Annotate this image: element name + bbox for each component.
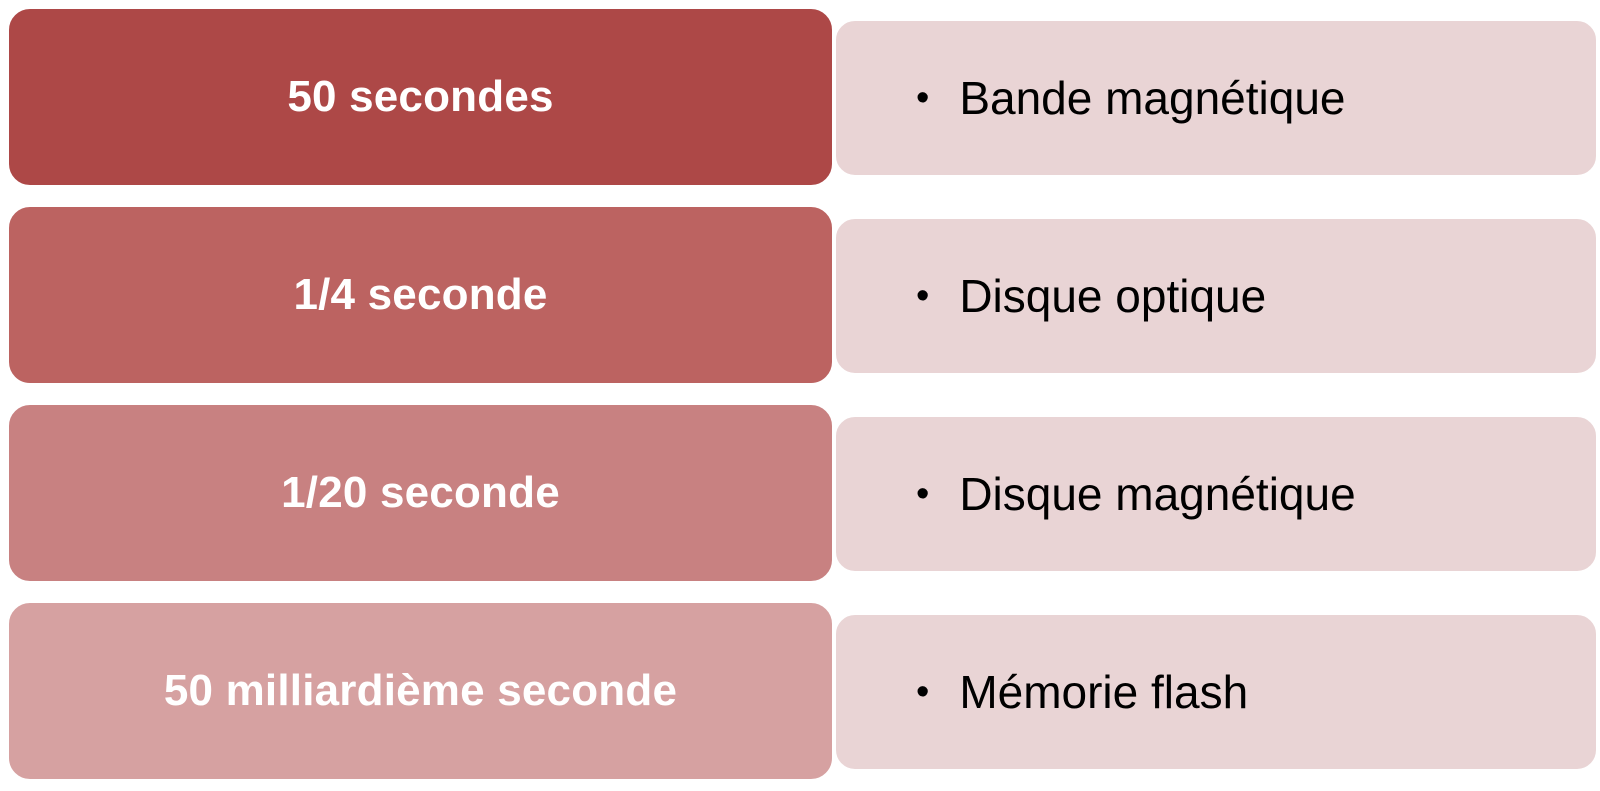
bullet-icon: • [916, 275, 930, 317]
storage-detail-box: • Mémorie flash [833, 612, 1599, 772]
bullet-icon: • [916, 77, 930, 119]
storage-type-text: Bande magnétique [959, 72, 1346, 124]
diagram-row: 1/4 seconde • Disque optique [0, 204, 1600, 386]
storage-detail-box: • Disque optique [833, 216, 1599, 376]
storage-type-text: Disque optique [959, 270, 1267, 322]
bullet-icon: • [916, 671, 930, 713]
storage-detail-box: • Bande magnétique [833, 18, 1599, 178]
time-label-box: 50 milliardième seconde [6, 600, 835, 782]
time-label-box: 50 secondes [6, 6, 835, 188]
time-label-box: 1/20 seconde [6, 402, 835, 584]
diagram-row: 50 milliardième seconde • Mémorie flash [0, 600, 1600, 782]
diagram-row: 50 secondes • Bande magnétique [0, 6, 1600, 188]
storage-detail-box: • Disque magnétique [833, 414, 1599, 574]
time-label-box: 1/4 seconde [6, 204, 835, 386]
diagram-row: 1/20 seconde • Disque magnétique [0, 402, 1600, 584]
storage-type-text: Disque magnétique [959, 468, 1356, 520]
bullet-icon: • [916, 473, 930, 515]
storage-type-text: Mémorie flash [959, 666, 1249, 718]
